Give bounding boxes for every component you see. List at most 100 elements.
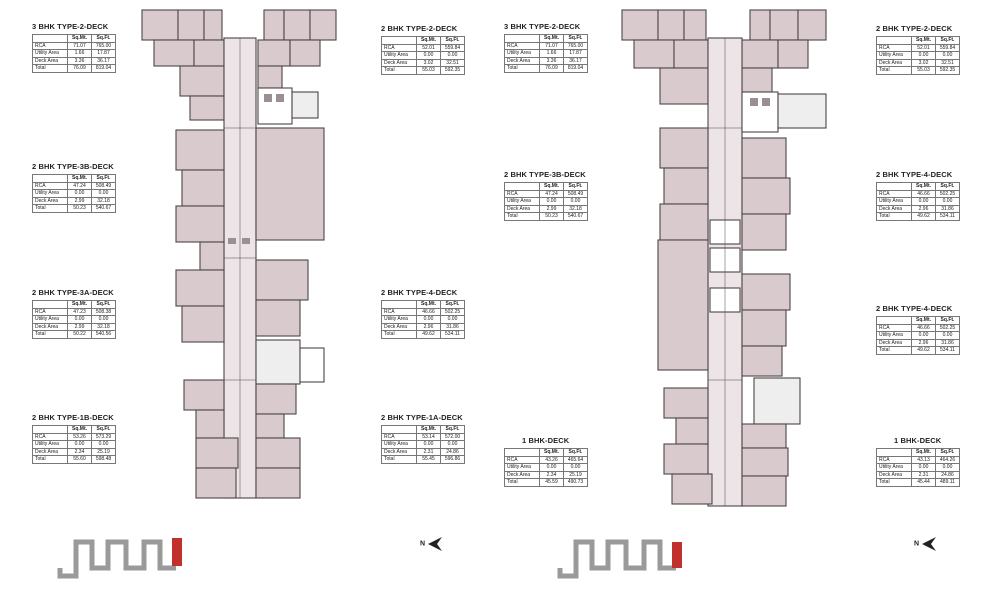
room <box>741 213 787 251</box>
unit-title: 3 BHK TYPE-2-DECK <box>32 22 109 31</box>
room <box>657 9 685 41</box>
room <box>255 437 301 469</box>
room <box>663 443 709 475</box>
key-plan-icon <box>557 539 682 579</box>
unit-title: 2 BHK TYPE-4-DECK <box>381 288 458 297</box>
lobby <box>255 127 325 241</box>
staircase <box>255 339 301 385</box>
unit-title: 2 BHK TYPE-2-DECK <box>876 24 953 33</box>
room <box>673 39 709 69</box>
room <box>255 467 301 499</box>
duct <box>299 347 325 383</box>
unit-title: 2 BHK TYPE-4-DECK <box>876 170 953 179</box>
room <box>195 409 225 439</box>
room <box>683 9 707 41</box>
unit-title: 2 BHK TYPE-3B-DECK <box>504 170 586 179</box>
room <box>203 9 223 41</box>
room <box>255 259 309 301</box>
unit-title: 2 BHK TYPE-1B-DECK <box>32 413 114 422</box>
room <box>675 417 709 445</box>
room <box>153 39 195 67</box>
room <box>633 39 675 69</box>
room <box>741 309 787 347</box>
room <box>175 129 225 171</box>
room <box>741 177 791 215</box>
room <box>179 65 225 97</box>
room <box>257 65 283 89</box>
key-plan-icon <box>57 538 182 579</box>
room <box>177 9 205 41</box>
room <box>181 169 225 207</box>
room <box>255 299 301 337</box>
room <box>659 127 709 169</box>
north-label: N <box>914 540 920 548</box>
lobby <box>657 239 709 371</box>
room <box>195 467 237 499</box>
room <box>183 379 225 411</box>
room <box>741 423 787 449</box>
staircase <box>777 93 827 129</box>
room <box>659 203 709 241</box>
room <box>255 383 297 415</box>
unit-title: 2 BHK TYPE-1A-DECK <box>381 413 463 422</box>
room <box>175 269 225 307</box>
room <box>263 9 285 41</box>
room <box>309 9 337 41</box>
room <box>663 387 709 419</box>
room <box>141 9 179 41</box>
room <box>741 273 791 311</box>
north-arrow-icon <box>922 537 937 551</box>
room <box>189 95 225 121</box>
room <box>257 39 291 67</box>
lift-core <box>257 87 293 125</box>
room <box>663 167 709 205</box>
room <box>289 39 321 67</box>
north-indicator: N <box>914 536 937 552</box>
staircase <box>291 91 319 119</box>
room <box>659 67 709 105</box>
unit-title: 1 BHK-DECK <box>894 436 942 445</box>
room <box>621 9 659 41</box>
staircase <box>753 377 801 425</box>
unit-title: 2 BHK TYPE-3A-DECK <box>32 288 114 297</box>
room <box>769 9 799 41</box>
unit-title: 2 BHK TYPE-4-DECK <box>876 304 953 313</box>
room <box>199 241 225 271</box>
room <box>741 39 779 69</box>
north-label: N <box>420 540 426 548</box>
lift-core <box>741 91 779 133</box>
room <box>741 137 787 179</box>
room <box>255 413 285 439</box>
room <box>777 39 809 69</box>
room <box>193 39 225 67</box>
north-indicator: N <box>420 536 443 552</box>
unit-title: 3 BHK TYPE-2-DECK <box>504 22 581 31</box>
north-arrow-icon <box>428 537 443 551</box>
